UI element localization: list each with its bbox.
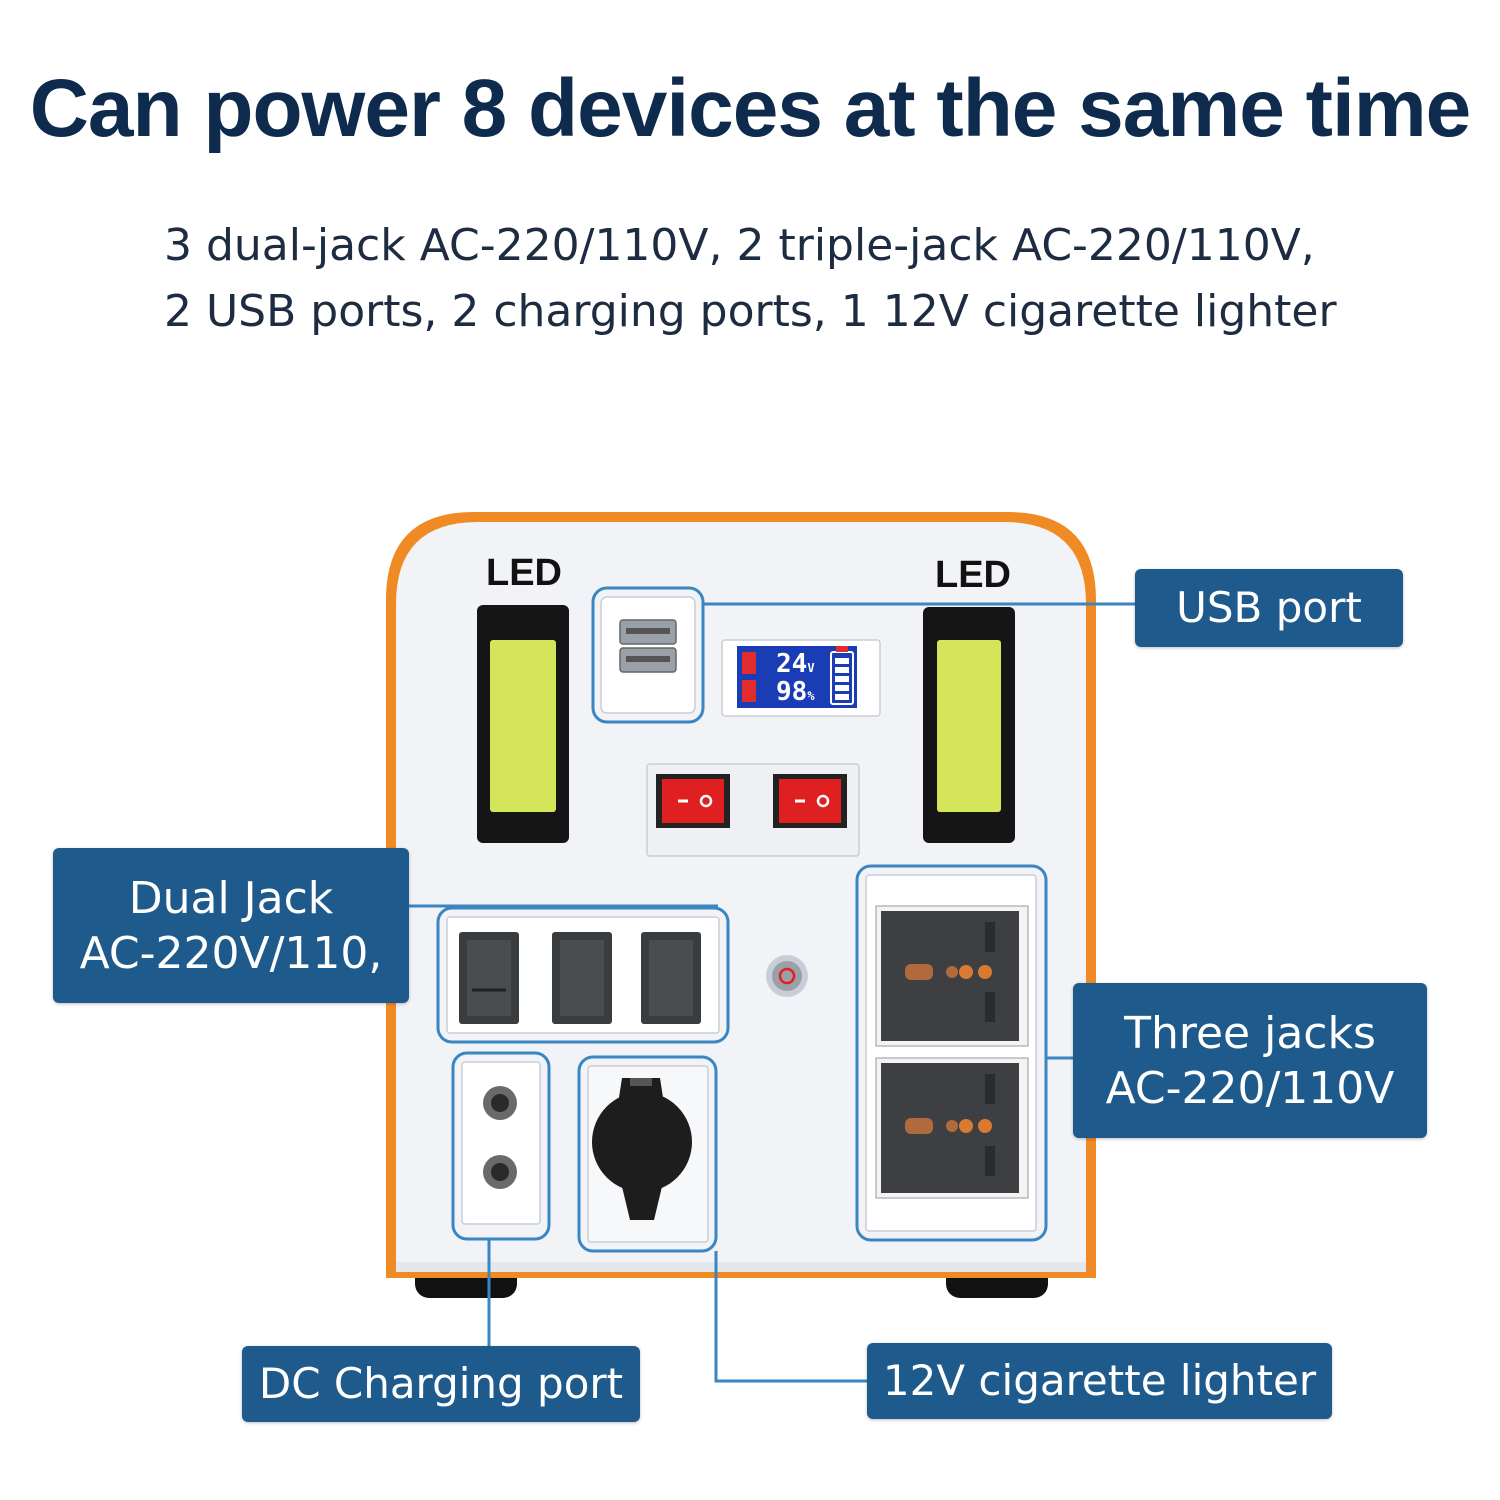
- usb-port-module: [591, 586, 705, 724]
- lcd-percent-unit: %: [807, 689, 815, 703]
- rocker-switch-right: [773, 774, 847, 828]
- ac-outlet-dual-3: [641, 932, 701, 1024]
- callout-three-jacks-line2: AC-220/110V: [1105, 1062, 1395, 1114]
- dual-jack-outlets: [436, 906, 730, 1044]
- universal-outlet-2: [875, 1057, 1029, 1199]
- callout-dc-charging-port: DC Charging port: [242, 1346, 640, 1422]
- led-label-right: LED: [935, 554, 1011, 596]
- lcd-voltage-value: 24: [776, 649, 808, 679]
- indicator-light: [766, 955, 808, 997]
- page-title: Can power 8 devices at the same time: [29, 63, 1472, 154]
- callout-dc-charging-port-text: DC Charging port: [258, 1358, 624, 1408]
- led-light-left: [477, 605, 569, 843]
- ac-outlet-dual-2: [552, 932, 612, 1024]
- callout-dual-jack-line1: Dual Jack: [128, 872, 334, 924]
- dc-charging-ports: [451, 1051, 551, 1241]
- led-light-right: [923, 607, 1015, 843]
- lcd-display: [721, 639, 881, 717]
- callout-usb-port-text: USB port: [1176, 582, 1362, 632]
- subtitle-line-1: 3 dual-jack AC-220/110V, 2 triple-jack A…: [164, 220, 1315, 271]
- ac-outlet-dual-1: [459, 932, 519, 1024]
- three-jack-outlets: [855, 864, 1048, 1242]
- leader-lines: [408, 602, 1136, 1383]
- callout-cigarette-lighter-text: 12V cigarette lighter: [882, 1355, 1317, 1405]
- subtitle-line-2: 2 USB ports, 2 charging ports, 1 12V cig…: [164, 286, 1337, 337]
- lcd-voltage-unit: V: [807, 661, 815, 675]
- callout-dual-jack-line2: AC-220V/110,: [79, 927, 383, 979]
- rocker-switch-left: [656, 774, 730, 828]
- universal-outlet-1: [875, 905, 1029, 1047]
- lcd-percent-value: 98: [776, 677, 808, 707]
- callout-usb-port: USB port: [1135, 569, 1403, 647]
- lcd-percent: 98%: [776, 679, 815, 705]
- led-label-left: LED: [486, 552, 562, 594]
- cigarette-lighter-socket: [577, 1055, 718, 1253]
- callout-dual-jack: Dual Jack AC-220V/110,: [53, 848, 409, 1003]
- callout-cigarette-lighter: 12V cigarette lighter: [867, 1343, 1332, 1419]
- lcd-voltage: 24V: [776, 651, 815, 677]
- callout-three-jacks: Three jacks AC-220/110V: [1073, 983, 1427, 1138]
- switch-panel: [646, 763, 860, 857]
- callout-three-jacks-line1: Three jacks: [1124, 1007, 1376, 1059]
